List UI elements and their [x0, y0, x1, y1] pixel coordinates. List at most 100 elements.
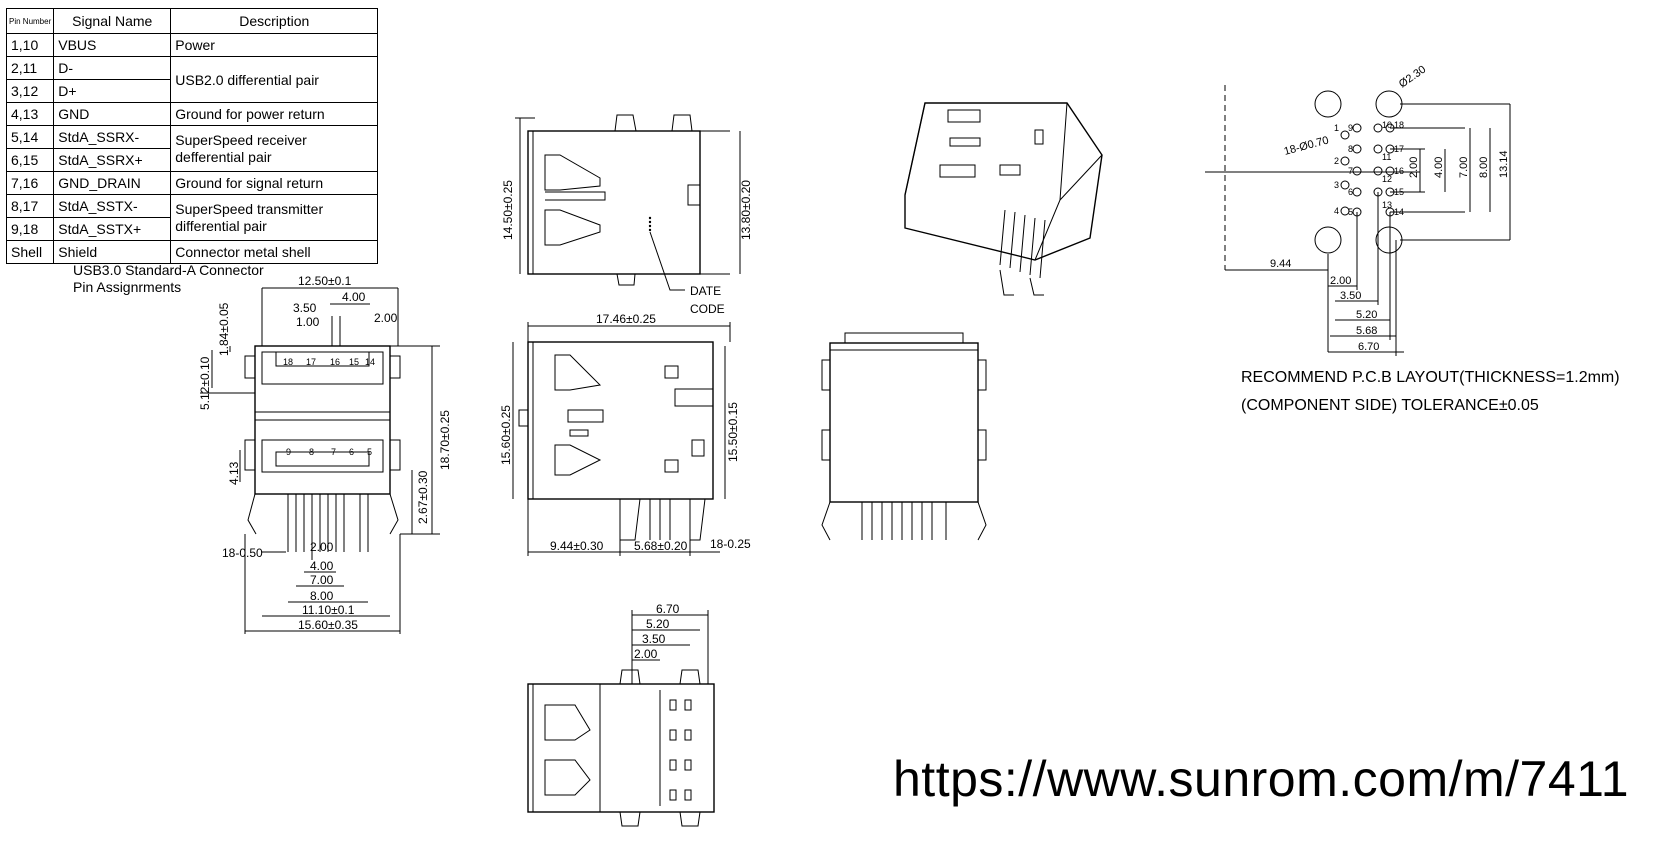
bottom-dim-5-20: 5.20	[646, 617, 670, 631]
pcb-h-6-70: 6.70	[1358, 341, 1379, 353]
pad-label: 2	[1334, 156, 1339, 166]
pcb-h-3-50: 3.50	[1340, 290, 1361, 302]
dim-b-4-00: 4.00	[310, 559, 334, 573]
signal-name: StdA_SSRX+	[53, 148, 172, 172]
pin-number: 2,11	[5, 56, 55, 80]
pin-label: 8	[309, 447, 314, 457]
dim-b-2-00: 2.00	[310, 540, 334, 554]
mount-hole	[1314, 226, 1342, 254]
dim-2-00: 2.00	[374, 311, 398, 325]
mount-hole	[1314, 90, 1342, 118]
pin-number: 8,17	[5, 194, 55, 218]
bottom-dim-2-00: 2.00	[634, 647, 658, 661]
dim-5-12: 5.12±0.10	[198, 356, 212, 410]
table-row: 8,17 StdA_SSTX- SuperSpeed transmitter d…	[5, 194, 379, 241]
dim-pin-width: 18-0.50	[222, 546, 263, 560]
isometric-view	[904, 102, 1103, 296]
table-row: 4,13 GND Ground for power return	[5, 102, 379, 126]
pcb-h-9-44: 9.44	[1270, 258, 1291, 270]
caption-line-1: USB3.0 Standard-A Connector	[73, 262, 264, 278]
pin-label: 7	[331, 447, 336, 457]
pad-label: 9	[1348, 123, 1353, 133]
dim-height: 18.70±0.25	[438, 410, 452, 470]
description: SuperSpeed transmitter differential pair	[170, 194, 379, 241]
side-dim-b3: 18-0.25	[710, 537, 751, 551]
dim-1-00: 1.00	[296, 315, 320, 329]
dim-4-13: 4.13	[227, 461, 241, 485]
caption-line-2: Pin Assignrments	[73, 279, 182, 295]
pcb-h-5-20: 5.20	[1356, 309, 1377, 321]
pad-label: 16	[1394, 166, 1404, 176]
top-dim-right: 13.80±0.20	[739, 180, 753, 240]
pad-label: 10	[1382, 120, 1392, 130]
dim-2-67: 2.67±0.30	[416, 470, 430, 524]
pcb-v-4-00: 4.00	[1433, 157, 1445, 178]
pad-label: 6	[1348, 187, 1353, 197]
hole-big-label: Ø2.30	[1397, 63, 1428, 90]
pcb-note-line-1: RECOMMEND P.C.B LAYOUT(THICKNESS=1.2mm)	[1241, 369, 1620, 386]
side-dim-left: 15.60±0.25	[499, 405, 513, 465]
pcb-v-13-14: 13.14	[1498, 150, 1510, 178]
pad-label: 8	[1348, 144, 1353, 154]
pin-label: 14	[365, 357, 375, 367]
dim-4-00: 4.00	[342, 290, 366, 304]
lower-port	[261, 439, 384, 473]
mount-hole	[1375, 226, 1403, 254]
side-dim-b2: 5.68±0.20	[634, 539, 688, 553]
header-description: Description	[170, 8, 379, 34]
table-row: 2,11 D- USB2.0 differential pair	[5, 56, 379, 103]
side-dim-b1: 9.44±0.30	[550, 539, 604, 553]
dim-b-8-00: 8.00	[310, 589, 334, 603]
dim-1-84: 1.84±0.05	[217, 302, 231, 356]
side-dim-right: 15.50±0.15	[726, 402, 740, 462]
front-pins	[287, 494, 369, 552]
pcb-h-2-00: 2.00	[1330, 275, 1351, 287]
source-url: https://www.sunrom.com/m/7411	[893, 751, 1630, 807]
signal-name: StdA_SSTX+	[53, 217, 172, 241]
pcb-v-7-00: 7.00	[1458, 157, 1470, 178]
pad-label: 13	[1382, 200, 1392, 210]
table-row: 7,16 GND_DRAIN Ground for signal return	[5, 171, 379, 195]
pcb-v-8-00: 8.00	[1478, 157, 1490, 178]
pin-number: 3,12	[5, 79, 55, 103]
pcb-note-line-2: (COMPONENT SIDE) TOLERANCE±0.05	[1241, 397, 1539, 414]
bottom-dim-6-70: 6.70	[656, 602, 680, 616]
signal-name: StdA_SSRX-	[53, 125, 172, 149]
date-code-label-2: CODE	[690, 302, 725, 316]
dim-b-15-60: 15.60±0.35	[298, 618, 358, 632]
front-view: 18 17 16 15 14 9 8 7 6 5 12.50±0.1 4.00 …	[198, 274, 452, 634]
pin-label: 17	[306, 357, 316, 367]
dim-b-11-10: 11.10±0.1	[302, 603, 355, 617]
header-pin-number: Pin Number	[5, 8, 55, 34]
pad-label: 3	[1334, 180, 1339, 190]
description: Ground for signal return	[170, 171, 379, 195]
pin-label: 16	[330, 357, 340, 367]
pcb-v-2-00: 2.00	[1408, 157, 1420, 178]
description: SuperSpeed receiver defferential pair	[170, 125, 379, 172]
dim-width-top: 12.50±0.1	[298, 274, 352, 288]
pin-label: 9	[286, 447, 291, 457]
pin-label: 5	[367, 447, 372, 457]
mount-hole	[1375, 90, 1403, 118]
table-caption: USB3.0 Standard-A Connector Pin Assignrm…	[73, 262, 264, 296]
table-row: 9,18 StdA_SSTX+	[5, 217, 378, 241]
description: Connector metal shell	[170, 240, 379, 264]
rear-view	[821, 332, 987, 541]
description: Ground for power return	[170, 102, 379, 126]
signal-name: StdA_SSTX-	[53, 194, 172, 218]
side-view: 17.46±0.25 15.60±0.25 15.50±0.15 9.44±0.…	[499, 312, 751, 556]
date-code-label-1: DATE	[690, 284, 721, 298]
pin-label: 15	[349, 357, 359, 367]
top-shell	[527, 130, 701, 275]
pin-label: 18	[283, 357, 293, 367]
signal-name: VBUS	[53, 33, 172, 57]
pad-label: 11	[1382, 152, 1391, 162]
bottom-view: 6.70 5.20 3.50 2.00	[527, 602, 715, 827]
dim-3-50: 3.50	[293, 301, 317, 315]
pad-label: 7	[1348, 166, 1353, 176]
bottom-shell	[527, 683, 715, 813]
pcb-layout-note: RECOMMEND P.C.B LAYOUT(THICKNESS=1.2mm) …	[1241, 364, 1620, 420]
dim-b-7-00: 7.00	[310, 573, 334, 587]
top-dim-left: 14.50±0.25	[501, 180, 515, 240]
